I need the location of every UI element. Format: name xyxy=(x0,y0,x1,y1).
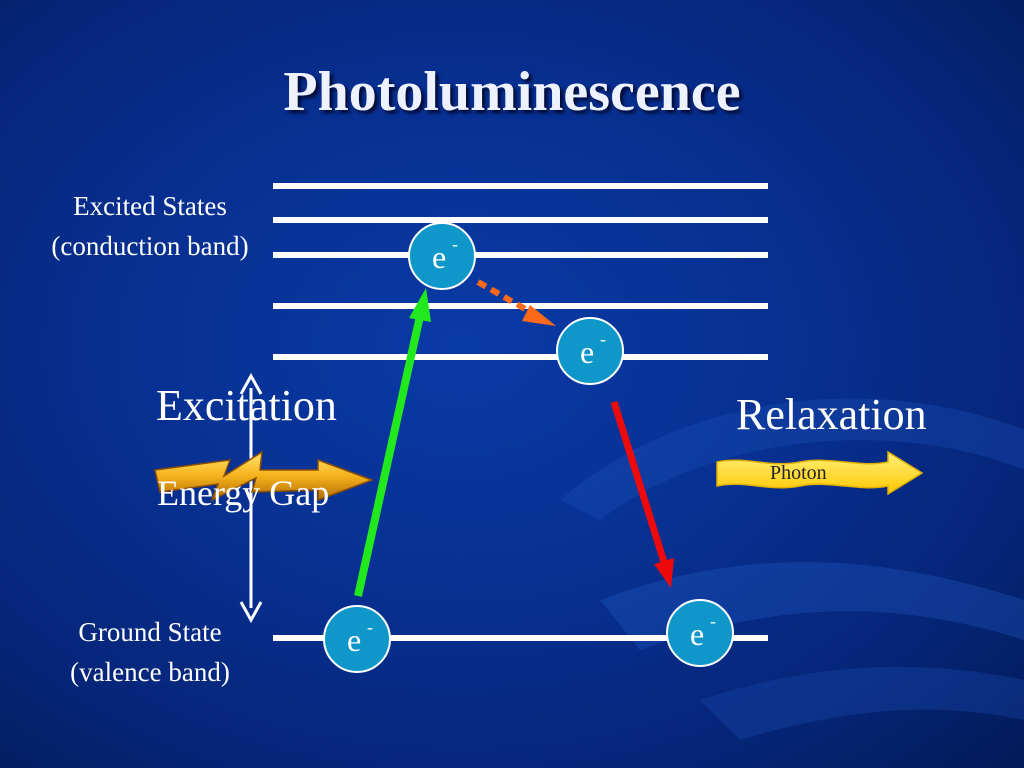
excited-level-3 xyxy=(273,252,768,258)
slide-title: Photoluminescence xyxy=(283,61,741,123)
excited-levels xyxy=(273,183,768,360)
nonradiative-arrow xyxy=(476,279,556,326)
electron-charge: - xyxy=(452,234,458,254)
ground-state-line: Ground State xyxy=(78,617,222,647)
electron-ground-right: e - xyxy=(666,599,734,667)
photon-label: Photon xyxy=(770,462,827,484)
electron-charge: - xyxy=(367,617,373,637)
excited-states-label: Excited States (conduction band) xyxy=(22,186,278,266)
excited-level-5 xyxy=(273,354,768,360)
excitation-arrow xyxy=(354,288,431,597)
ground-state-label: Ground State (valence band) xyxy=(20,612,280,692)
electron-excited-low: e - xyxy=(556,317,624,385)
electron-excited-high: e - xyxy=(408,222,476,290)
conduction-band-line: (conduction band) xyxy=(51,231,249,261)
excited-level-1 xyxy=(273,183,768,189)
electron-charge: - xyxy=(710,611,716,631)
energy-gap-label: Energy Gap xyxy=(157,473,330,513)
ground-level xyxy=(273,635,768,641)
emission-arrow xyxy=(610,400,674,588)
electron-symbol: e xyxy=(432,239,446,275)
electron-symbol: e xyxy=(580,334,594,370)
excited-level-2 xyxy=(273,217,768,223)
photon-arrow-icon xyxy=(716,450,924,496)
lightning-bolt-icon xyxy=(154,450,375,502)
electron-ground-left: e - xyxy=(323,605,391,673)
relaxation-label: Relaxation xyxy=(736,390,927,439)
electron-symbol: e xyxy=(690,616,704,652)
electron-symbol: e xyxy=(347,622,361,658)
excitation-label: Excitation xyxy=(156,381,337,430)
electron-charge: - xyxy=(600,329,606,349)
valence-band-line: (valence band) xyxy=(70,657,230,687)
excited-states-line: Excited States xyxy=(73,191,227,221)
energy-gap-arrow xyxy=(239,372,263,624)
